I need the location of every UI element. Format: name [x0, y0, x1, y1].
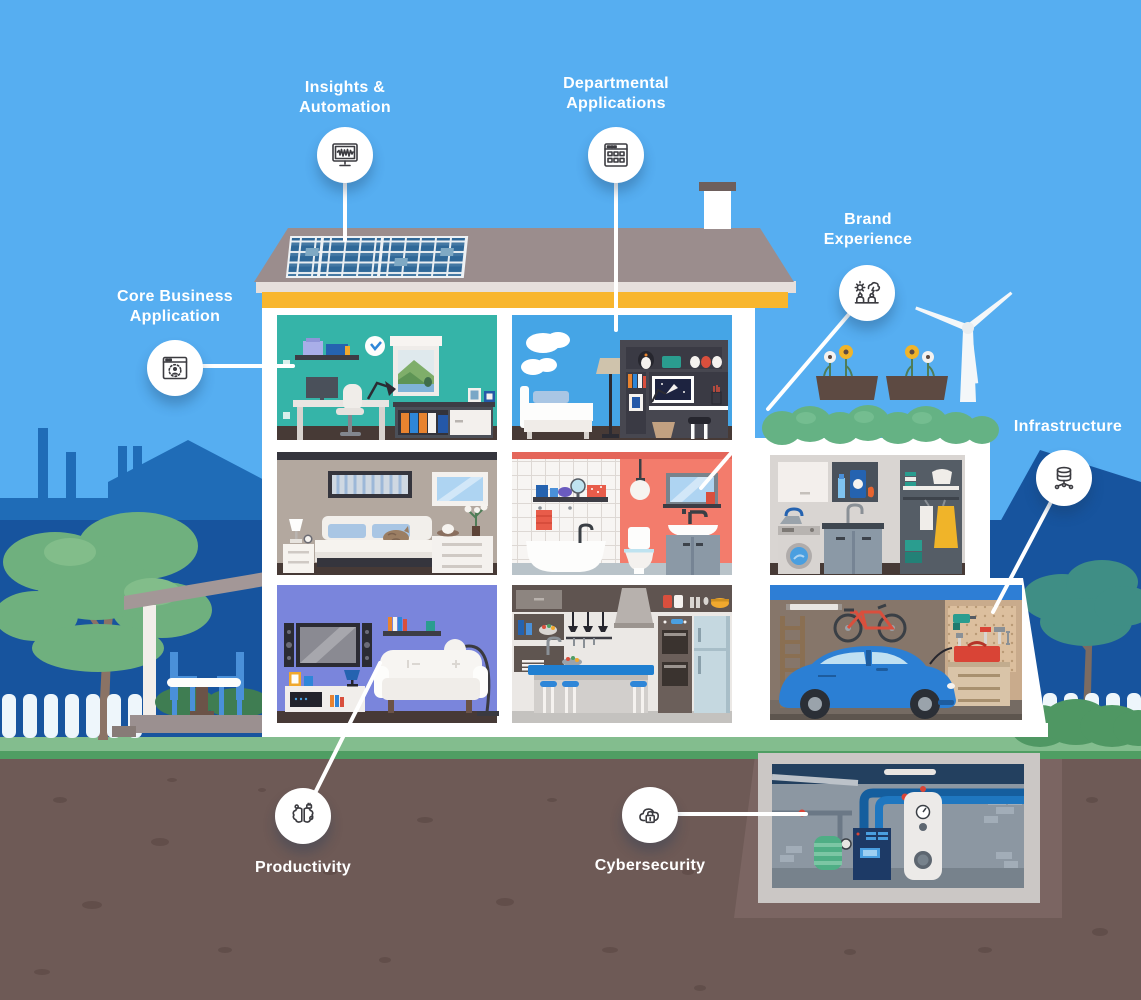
garage-light — [786, 604, 842, 610]
room-bathroom — [512, 452, 732, 575]
dresser — [432, 503, 493, 573]
pergola-patio — [112, 572, 272, 737]
label-infrastructure: Infrastructure — [1013, 418, 1123, 435]
database-network-icon — [1036, 450, 1092, 506]
roof — [254, 182, 796, 308]
office-cabinet — [393, 388, 495, 438]
kids-bed — [520, 386, 593, 439]
monitor-analytics-icon — [317, 127, 373, 183]
laundry-upper-cabinets — [778, 462, 878, 502]
office-window — [390, 336, 442, 396]
solar-panel — [285, 236, 469, 278]
room-garage — [770, 585, 1022, 720]
water-heater — [904, 786, 942, 880]
kids-floor-lamp — [596, 358, 624, 438]
master-bed — [315, 516, 435, 567]
blue-car — [779, 646, 956, 719]
app-window-grid-icon — [588, 127, 644, 183]
label-departmental-applications: Departmental Applications — [563, 75, 669, 112]
label-insights-automation: Insights & Automation — [299, 79, 391, 116]
pergola-roof — [124, 572, 265, 610]
sink-vanity — [666, 509, 720, 575]
bathtub — [526, 523, 606, 572]
basement — [758, 753, 1040, 903]
wall-art — [328, 471, 412, 498]
basement-light — [884, 769, 936, 775]
clouds — [521, 332, 570, 375]
office-desk — [293, 377, 396, 440]
room-laundry — [770, 455, 965, 575]
wind-turbine — [915, 291, 1013, 402]
office-chair — [336, 384, 364, 436]
double-oven — [658, 616, 692, 713]
room-kids-bedroom — [512, 315, 732, 440]
label-brand-experience: Brand Experience — [823, 211, 913, 248]
kids-basket — [652, 422, 675, 438]
wall-clock — [365, 336, 385, 356]
pendant-lamp — [630, 459, 650, 500]
laundry-closet — [900, 460, 962, 574]
left-tree — [0, 512, 212, 740]
iron — [780, 507, 804, 524]
kitchen-top-shelf-items — [663, 595, 729, 608]
laundry-sink-cabinet — [822, 503, 884, 574]
picket-fence-left — [2, 694, 142, 738]
cloud-lock-icon — [622, 787, 678, 843]
toolbox-drawers — [948, 641, 1010, 706]
label-cybersecurity: Cybersecurity — [594, 857, 706, 874]
nightstand — [283, 519, 314, 573]
bedroom-window — [432, 472, 488, 506]
grass — [0, 737, 1141, 759]
brain-circuit-icon — [275, 788, 331, 844]
label-productivity: Productivity — [254, 859, 352, 876]
room-living-room — [277, 585, 499, 723]
roof-fascia-yellow — [262, 292, 788, 308]
chimney — [699, 182, 736, 229]
customer-scene-icon — [839, 265, 895, 321]
hanging-bicycle — [833, 603, 907, 643]
expansion-tank — [814, 836, 842, 870]
bar-stools — [540, 681, 647, 713]
toilet — [624, 527, 654, 574]
furnace — [853, 828, 891, 880]
room-kitchen — [512, 585, 732, 723]
vanity-mirror — [663, 473, 721, 508]
sofa — [374, 650, 488, 713]
washing-machine — [778, 526, 820, 574]
pergola-column — [143, 605, 156, 720]
soil-speckles — [34, 778, 1108, 991]
room-master-bedroom — [277, 452, 497, 575]
office-shelf — [295, 338, 359, 360]
label-core-business-application: Core Business Application — [117, 288, 233, 325]
living-shelf — [383, 617, 441, 636]
patio-deck — [130, 715, 272, 733]
bathroom-shelf — [533, 478, 608, 502]
pendant-lights — [568, 612, 608, 632]
patio-table — [167, 678, 241, 717]
fridge — [694, 616, 730, 713]
room-home-office — [277, 315, 497, 440]
browser-user-icon — [147, 340, 203, 396]
range-hood — [614, 588, 654, 628]
red-towel — [536, 510, 552, 530]
tv-wall-unit — [284, 623, 372, 667]
